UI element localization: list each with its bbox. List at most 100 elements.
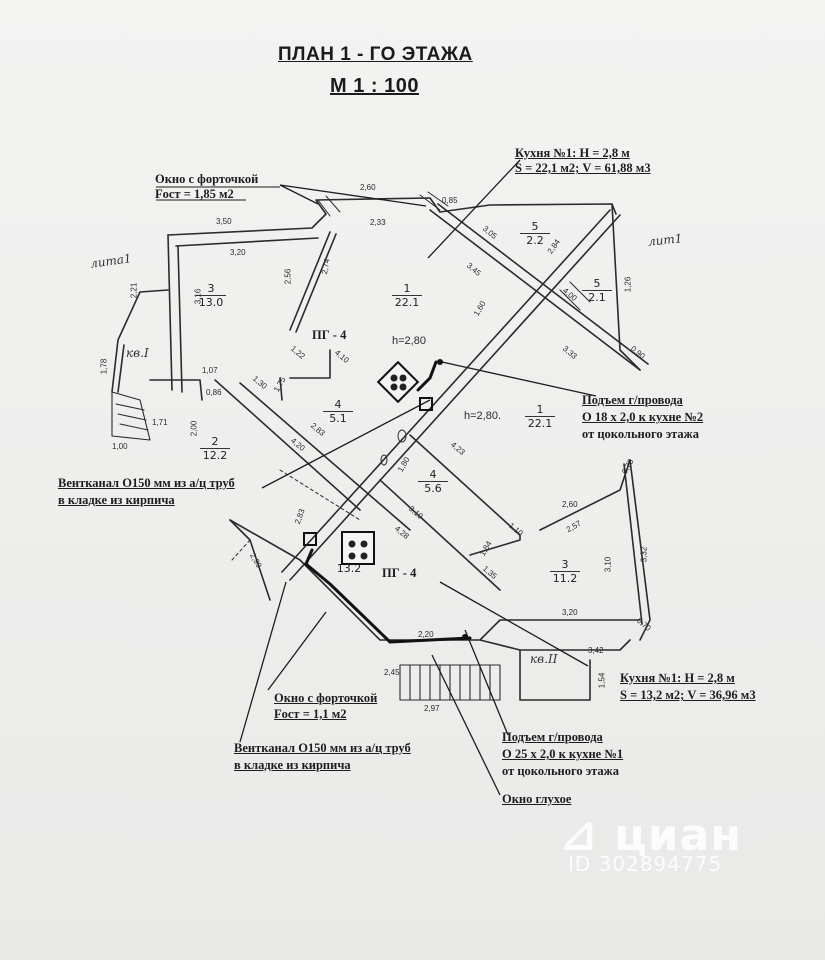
wall-outline	[379, 479, 501, 591]
wall-outline	[167, 234, 183, 393]
wall-outline	[611, 203, 641, 371]
leader-line	[464, 629, 509, 736]
vent1-line1: Вентканал О150 мм из а/ц труб	[58, 476, 235, 490]
wall-outline	[229, 519, 271, 601]
burner-icon	[360, 552, 368, 560]
gas-riser1-note: Подъем г/провода О 25 х 2,0 к кухне №1 о…	[502, 729, 623, 780]
kitchen2-line1: Кухня №1: Н = 2,8 м	[620, 671, 735, 685]
dimension-label: 2,97	[424, 704, 440, 713]
wall-outline	[175, 237, 319, 247]
window-note-top-line2: Fост = 1,85 м2	[155, 187, 234, 201]
dimension-label: 2,60	[360, 183, 376, 192]
blind-window-label: Окно глухое	[502, 792, 572, 806]
vent1-note: Вентканал О150 мм из а/ц труб в кладке и…	[58, 475, 235, 509]
room-area: 2.1	[588, 291, 606, 304]
dimension-label: 3,10	[603, 556, 613, 573]
fixture-icon	[397, 429, 407, 443]
room-number: 3	[196, 282, 226, 296]
room-area: 2.2	[526, 234, 544, 247]
height-label-mid: h=2,80.	[464, 410, 502, 422]
vent2-line2: в кладке из кирпича	[234, 758, 351, 772]
dimension-label: 1,26	[623, 276, 633, 293]
wall-outline	[149, 379, 203, 401]
gas-stove-bottom	[341, 531, 375, 565]
window-mark	[419, 191, 449, 211]
window-bottom-line1: Окно с форточкой	[274, 691, 378, 705]
room-number: 5	[520, 220, 550, 234]
dimension-label: 1,07	[202, 366, 218, 375]
dimension-label: 3,32	[639, 546, 649, 563]
dimension-label: 2,33	[370, 218, 386, 227]
dimension-label: 2,60	[562, 500, 578, 509]
dimension-label: 3,20	[562, 608, 578, 617]
gas-riser1-line3: от цокольного этажа	[502, 764, 619, 778]
burner-icon	[390, 374, 398, 382]
window-note-bottom: Окно с форточкой Fост = 1,1 м2	[274, 690, 377, 722]
burner-icon	[348, 540, 356, 548]
vent-channel-icon	[419, 397, 433, 411]
kitchen1-note: Кухня №1: Н = 2,8 м S = 22,1 м2; V = 61,…	[515, 146, 651, 176]
room-number: 1	[525, 403, 555, 417]
stairs	[111, 391, 151, 441]
gas-riser2-note: Подъем г/провода О 18 х 2,0 к кухне №2 о…	[582, 392, 703, 443]
wall-outline	[409, 434, 521, 556]
plan-scale: М 1 : 100	[330, 75, 419, 97]
burner-icon	[348, 552, 356, 560]
plan-title: ПЛАН 1 - ГО ЭТАЖА	[278, 44, 473, 65]
wall-outline	[239, 382, 411, 531]
burner-icon	[399, 374, 407, 382]
dimension-label: 2,56	[283, 268, 293, 285]
dimension-label: 2,00	[189, 420, 199, 437]
room-number: 4	[323, 398, 353, 412]
dimension-label: 3,16	[193, 288, 203, 305]
leader-line	[279, 184, 427, 207]
room-area: 5.6	[424, 482, 442, 495]
room-area: 22.1	[527, 417, 553, 430]
dimension-label: 1,71	[152, 418, 168, 427]
gas-riser-icon	[437, 359, 443, 365]
kitchen1-note-line2: S = 22,1 м2; V = 61,88 м3	[515, 161, 651, 175]
window-mark	[317, 195, 341, 217]
gas-stove-top	[376, 360, 420, 404]
room-number: 3	[550, 558, 580, 572]
fixture-icon	[380, 454, 388, 466]
wall-outline	[519, 649, 591, 701]
dimension-label: 2,45	[384, 668, 400, 677]
dimension-label: 0,85	[442, 196, 458, 205]
blind-window-note: Окно глухое	[502, 792, 571, 807]
leader-line	[441, 361, 597, 397]
leader-line	[439, 581, 589, 667]
burner-icon	[360, 540, 368, 548]
dimension-label: 3,50	[216, 217, 232, 226]
gas-riser2-line3: от цокольного этажа	[582, 427, 699, 441]
kitchen2-line2: S = 13,2 м2; V = 36,96 м3	[620, 688, 756, 702]
wall-outline	[214, 379, 361, 511]
dimension-label: 0,86	[206, 388, 222, 397]
window-bottom-line2: Fост = 1,1 м2	[274, 707, 347, 721]
wall-outline	[281, 209, 621, 581]
room-number: 4	[418, 468, 448, 482]
dimension-label: 1,78	[99, 358, 109, 375]
burner-icon	[399, 383, 407, 391]
kitchen1-note-line1: Кухня №1: Н = 2,8 м	[515, 146, 630, 160]
leader-line	[239, 581, 287, 743]
wall-outline	[111, 289, 169, 393]
leader-line	[431, 654, 501, 796]
wall-outline	[279, 349, 331, 401]
gas-pipe	[416, 360, 438, 392]
wall-outline	[167, 197, 617, 236]
wall-outline	[479, 639, 631, 651]
dimension-label: 3,20	[230, 248, 246, 257]
vent2-line1: Вентканал О150 мм из а/ц труб	[234, 741, 411, 755]
dimension-label: 2,20	[418, 630, 434, 639]
leader-line	[427, 159, 521, 259]
gas-riser-icon	[462, 634, 468, 640]
dashed-line	[231, 469, 361, 561]
kitchen2-note: Кухня №1: Н = 2,8 м S = 13,2 м2; V = 36,…	[620, 670, 756, 704]
wall-outline	[539, 459, 631, 531]
room-area: 13.0	[198, 296, 224, 309]
cian-watermark-id: ID 302894775	[568, 852, 723, 876]
window-mark	[559, 281, 591, 311]
